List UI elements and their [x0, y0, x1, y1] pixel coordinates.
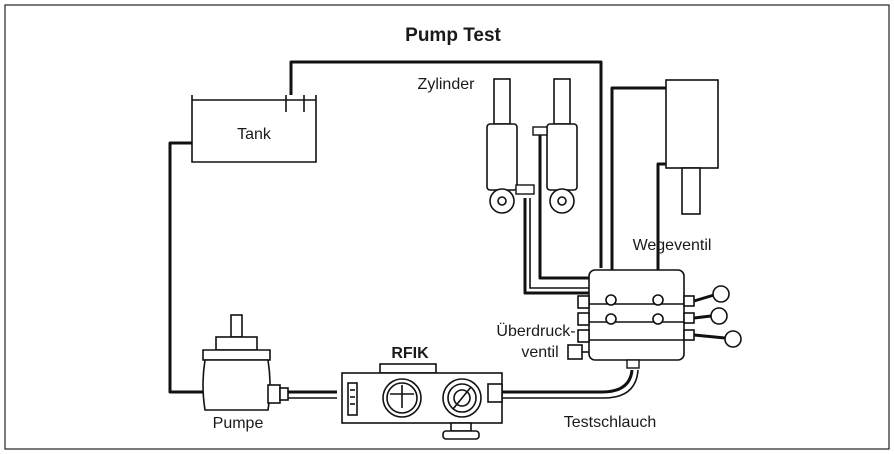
tank: Tank: [191, 95, 317, 163]
actuator-line-a: [610, 86, 666, 300]
actuator: [665, 79, 719, 215]
hydraulic-lines: [168, 60, 666, 399]
actuator-line-b: [656, 162, 666, 298]
lever-knob-1: [712, 285, 730, 303]
tank-label: Tank: [237, 126, 272, 143]
pump: Pumpe: [202, 314, 289, 432]
diagram-title: Pump Test: [405, 25, 501, 46]
pump-label: Pumpe: [213, 415, 264, 432]
return-line: [289, 60, 603, 268]
directional-valve: Wegeventil Überdruck- ventil: [496, 237, 742, 369]
cylinder-line-a: [523, 198, 589, 295]
diagram-border: [4, 4, 890, 450]
flow-tube: [347, 382, 358, 416]
test-hose-label: Testschlauch: [564, 414, 657, 431]
lever-knob-3: [724, 330, 742, 348]
test-hose-line: [500, 369, 634, 394]
rfik-meter: RFIK Testschlauch: [341, 345, 657, 440]
relief-valve: [567, 344, 583, 360]
cylinder-label: Zylinder: [418, 76, 476, 93]
load-valve-knob: [442, 430, 480, 440]
cylinders: Zylinder: [418, 76, 578, 214]
lever-knob-2: [710, 307, 728, 325]
meter-label: RFIK: [391, 345, 429, 362]
suction-line: [168, 141, 208, 394]
relief-valve-label-2: ventil: [521, 344, 558, 361]
cylinder-line-b: [538, 132, 596, 280]
valve-label: Wegeventil: [633, 237, 712, 254]
relief-valve-label-1: Überdruck-: [496, 322, 575, 340]
